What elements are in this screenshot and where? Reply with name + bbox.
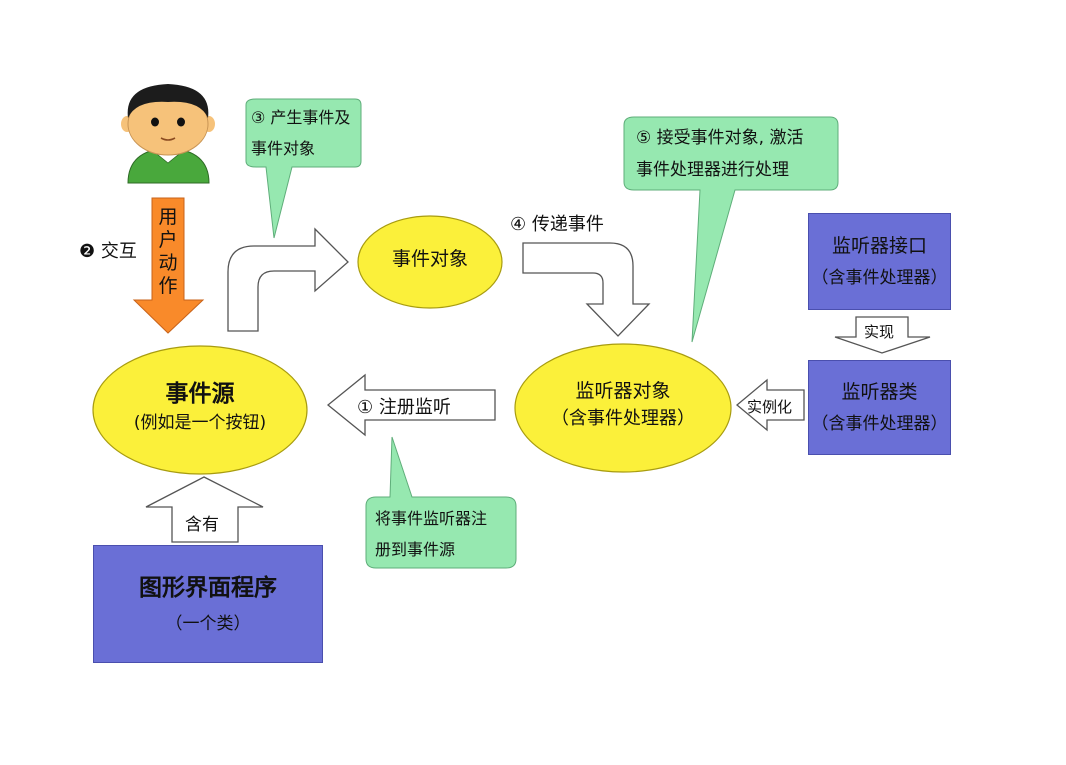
event-object-ellipse xyxy=(357,215,503,309)
callout-generate: ③ 产生事件及 事件对象 xyxy=(251,102,350,164)
listener-object-subtitle: （含事件处理器） xyxy=(551,407,695,429)
event-source-subtitle: (例如是一个按钮) xyxy=(133,413,267,434)
user-action-char: 作 xyxy=(158,275,178,297)
user-action-arrow xyxy=(132,197,205,334)
listener-interface-box: 监听器接口 （含事件处理器） xyxy=(808,213,951,310)
callout-accept-shape xyxy=(623,116,839,343)
listener-object-text: 监听器对象 （含事件处理器） xyxy=(515,378,731,432)
user-person-icon xyxy=(121,84,215,184)
step-deliver-label: ④ 传递事件 xyxy=(510,214,604,235)
callout-generate-line2: 事件对象 xyxy=(251,139,316,159)
callout-register-line2: 册到事件源 xyxy=(375,540,456,560)
step-interact-label: ❷ 交互 xyxy=(79,241,137,262)
listener-object-ellipse xyxy=(514,343,732,473)
instantiate-label: 实例化 xyxy=(747,398,793,416)
step-register-label: ① 注册监听 xyxy=(357,397,451,418)
event-object-label: 事件对象 xyxy=(391,248,468,270)
listener-class-title: 监听器类 xyxy=(841,381,918,404)
arrow-implement xyxy=(834,316,931,354)
contains-label: 含有 xyxy=(185,515,219,535)
callout-register-line1: 将事件监听器注 xyxy=(375,509,488,528)
callout-register-shape xyxy=(365,436,517,569)
callout-generate-line1: ③ 产生事件及 xyxy=(251,108,351,127)
event-source-text: 事件源 (例如是一个按钮) xyxy=(93,378,307,436)
listener-interface-subtitle: （含事件处理器） xyxy=(811,268,948,289)
implement-label: 实现 xyxy=(864,323,895,341)
callout-accept-line2: 事件处理器进行处理 xyxy=(636,160,789,181)
listener-object-title: 监听器对象 xyxy=(575,380,671,402)
callout-accept: ⑤ 接受事件对象, 激活 事件处理器进行处理 xyxy=(636,122,803,187)
arrow-event-to-listener-object xyxy=(522,242,651,337)
gui-program-subtitle: （一个类） xyxy=(165,614,251,635)
event-source-ellipse xyxy=(92,345,308,475)
callout-register-note: 将事件监听器注 册到事件源 xyxy=(375,503,487,565)
arrow-source-to-event-object xyxy=(227,227,349,332)
gui-program-box: 图形界面程序 （一个类） xyxy=(93,545,323,663)
user-action-label: 用 户 动 作 xyxy=(157,206,179,298)
user-action-char: 动 xyxy=(158,252,178,274)
listener-interface-title: 监听器接口 xyxy=(831,235,927,258)
listener-class-box: 监听器类 （含事件处理器） xyxy=(808,360,951,455)
callout-generate-shape xyxy=(245,98,362,239)
user-action-char: 用 xyxy=(158,206,178,228)
arrow-contains xyxy=(145,476,264,543)
listener-class-subtitle: （含事件处理器） xyxy=(811,414,948,435)
user-action-char: 户 xyxy=(158,229,178,251)
gui-program-title: 图形界面程序 xyxy=(139,575,277,601)
arrow-instantiate xyxy=(735,378,805,432)
arrow-register xyxy=(326,373,496,437)
event-source-title: 事件源 xyxy=(165,381,235,407)
callout-accept-line1: ⑤ 接受事件对象, 激活 xyxy=(636,128,804,148)
